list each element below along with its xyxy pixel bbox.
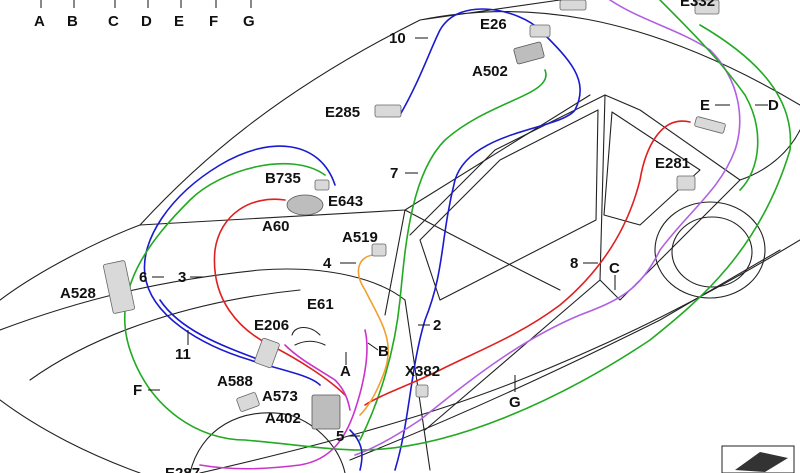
label-a60: A60 xyxy=(262,218,290,235)
legend-letter-c: C xyxy=(108,13,119,30)
rear-wheel xyxy=(654,201,766,299)
label-e: E xyxy=(700,97,710,114)
label-4: 4 xyxy=(323,255,332,272)
leader-b xyxy=(367,342,379,351)
legend-letter-f: F xyxy=(209,13,218,30)
wire-b xyxy=(199,329,368,470)
wire-5 xyxy=(349,429,363,471)
label-e643: E643 xyxy=(328,193,363,210)
label-c: C xyxy=(609,260,620,277)
front-bumper xyxy=(0,399,141,473)
wire-11 xyxy=(159,299,261,361)
leader-lines xyxy=(148,37,768,437)
e281-part xyxy=(676,175,696,191)
label-a: A xyxy=(340,363,351,380)
x382-connector xyxy=(415,384,429,398)
label-3: 3 xyxy=(178,269,186,286)
a402-module xyxy=(311,394,341,430)
label-6: 6 xyxy=(139,269,147,286)
wire-3 xyxy=(213,198,346,396)
window-front xyxy=(419,109,599,301)
label-e285: E285 xyxy=(325,104,360,121)
label-g: G xyxy=(509,394,521,411)
front-wheel-arch xyxy=(189,412,346,473)
car-silhouette-icon xyxy=(735,452,788,472)
side-sill xyxy=(349,249,781,461)
label-top-right: E332 xyxy=(680,0,715,10)
legend-letter-e: E xyxy=(174,13,184,30)
label-a502: A502 xyxy=(472,63,508,80)
wire-4 xyxy=(357,254,389,416)
label-a588: A588 xyxy=(217,373,253,390)
a519-part xyxy=(371,243,387,257)
trunk-outline xyxy=(739,129,800,181)
wire-6 xyxy=(143,145,336,386)
legend-letter-b: B xyxy=(67,13,78,30)
label-e206: E206 xyxy=(254,317,289,334)
e285-part xyxy=(374,104,402,118)
hood-outline xyxy=(0,224,406,331)
wire-d xyxy=(659,0,759,191)
legend-letter-d: D xyxy=(141,13,152,30)
wire-7 xyxy=(359,69,547,441)
a60-mirror xyxy=(286,194,324,216)
legend-letter-row: A B C D E F G xyxy=(34,0,255,30)
label-f: F xyxy=(133,382,142,399)
hood-center-line xyxy=(29,289,301,381)
label-11: 11 xyxy=(175,346,191,363)
wire-f xyxy=(124,24,792,451)
wiring-harness xyxy=(124,0,792,471)
label-a528: A528 xyxy=(60,285,96,302)
label-d: D xyxy=(768,97,779,114)
a502-part xyxy=(513,41,545,65)
e206-part xyxy=(294,340,326,346)
legend-letter-g: G xyxy=(243,13,255,30)
orientation-icon xyxy=(721,445,795,473)
roof-outline xyxy=(139,0,800,226)
e26-part xyxy=(529,24,551,38)
e332-part xyxy=(694,0,720,15)
label-2: 2 xyxy=(433,317,441,334)
label-e281: E281 xyxy=(655,155,690,172)
e-rear-light xyxy=(694,116,726,134)
label-b: B xyxy=(378,343,389,360)
label-b735: B735 xyxy=(265,170,301,187)
wire-8 xyxy=(364,120,691,406)
label-e26: E26 xyxy=(480,16,507,33)
wire-a xyxy=(284,344,351,411)
wire-e xyxy=(354,0,741,456)
rear-wheel-inner xyxy=(671,216,753,288)
a573-part xyxy=(236,392,260,412)
label-a519: A519 xyxy=(342,229,378,246)
label-8: 8 xyxy=(570,255,578,272)
label-e61: E61 xyxy=(307,296,334,313)
roof-part xyxy=(559,0,587,11)
label-a573: A573 xyxy=(262,388,298,405)
window-rear xyxy=(603,111,701,226)
lower-body xyxy=(199,239,800,473)
label-7: 7 xyxy=(390,165,398,182)
windshield-outline xyxy=(139,94,591,291)
label-5: 5 xyxy=(336,428,344,445)
components xyxy=(103,0,726,430)
label-10: 10 xyxy=(389,30,406,47)
a588-part xyxy=(254,337,280,369)
b735-sensor xyxy=(314,179,330,191)
callout-labels: 10 E26 A502 E285 7 B735 E643 A60 A519 4 … xyxy=(60,0,779,473)
a528-module xyxy=(103,260,135,314)
label-a402: A402 xyxy=(265,410,301,427)
label-x382: X382 xyxy=(405,363,440,380)
legend-letter-a: A xyxy=(34,13,45,30)
wire-10 xyxy=(394,8,581,471)
label-bottom-left: E287 xyxy=(165,465,200,473)
e61-part xyxy=(291,326,321,336)
